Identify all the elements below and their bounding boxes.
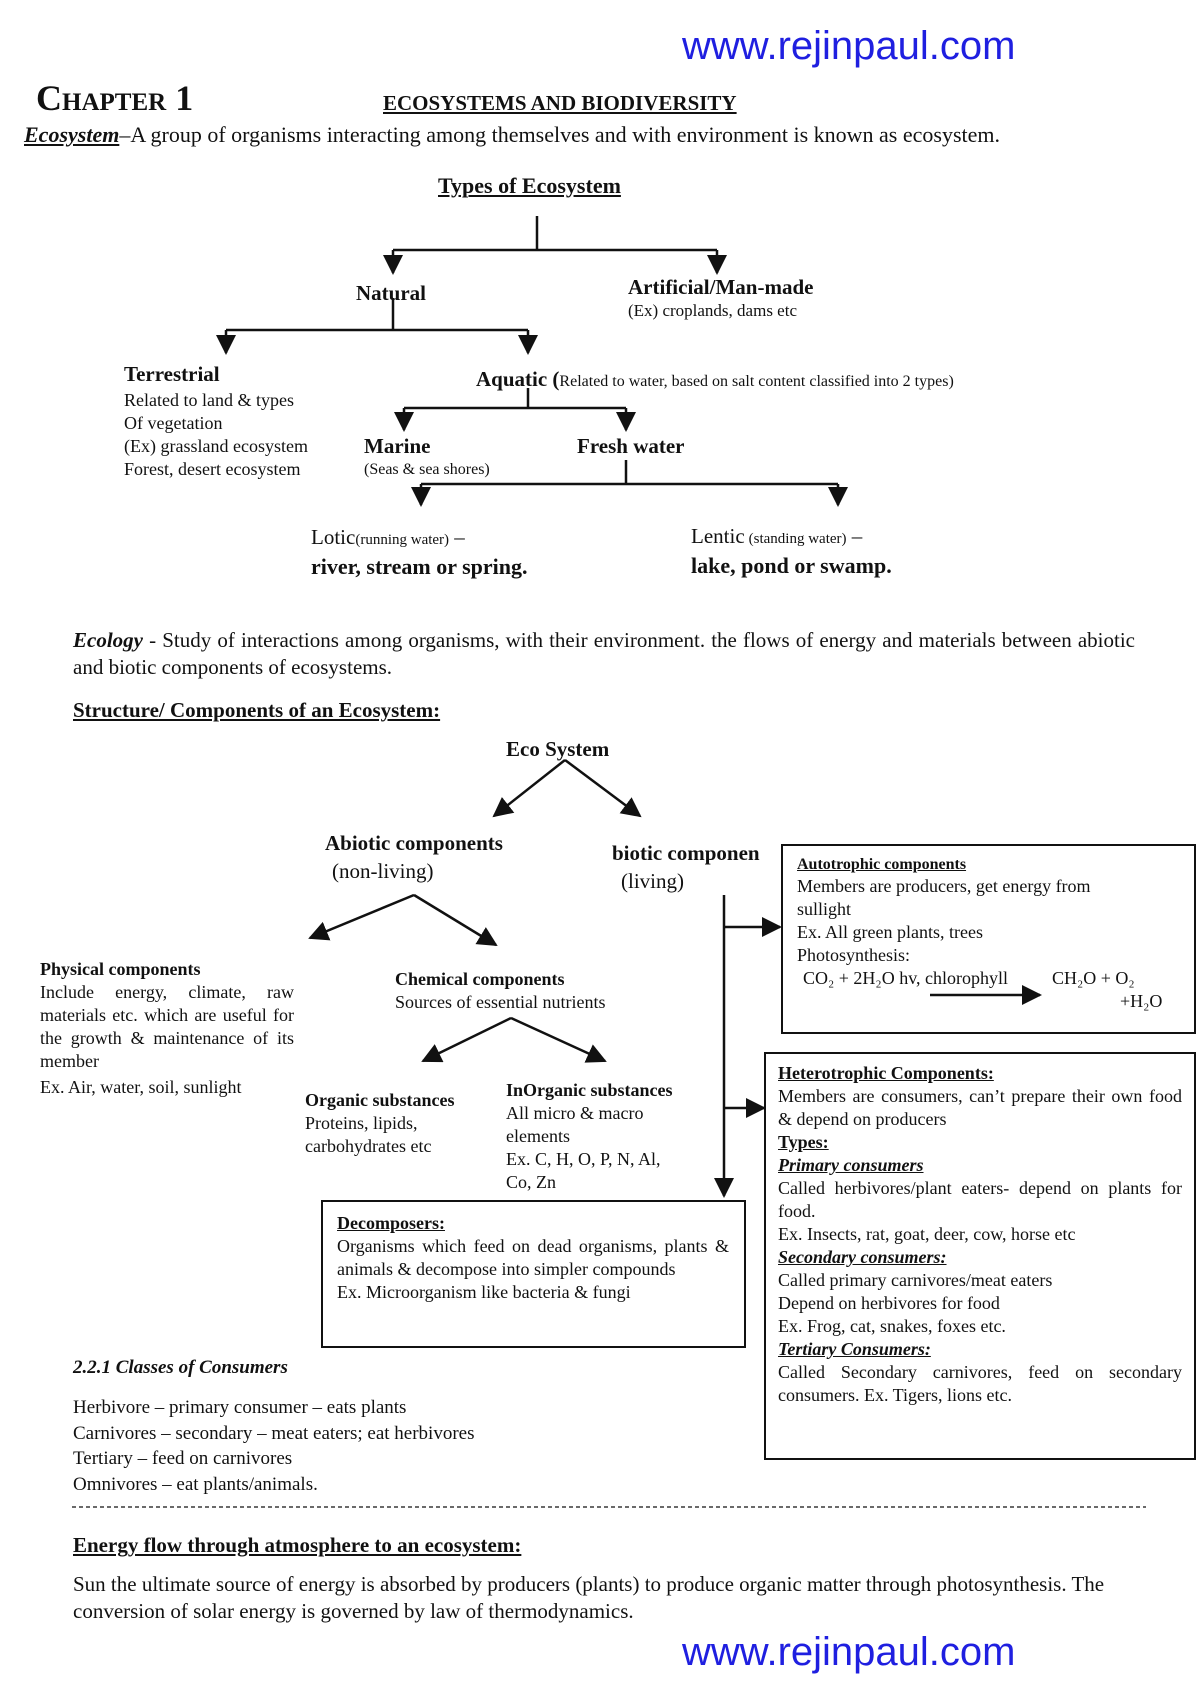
chemical-text: Sources of essential nutrients bbox=[395, 992, 606, 1012]
lentic-label: Lentic bbox=[691, 524, 745, 548]
freshwater-label: Fresh water bbox=[577, 434, 685, 458]
physical-title: Physical components bbox=[40, 959, 201, 979]
energy-text: Sun the ultimate source of energy is abs… bbox=[73, 1572, 1105, 1623]
abiotic-label: Abiotic components bbox=[325, 831, 503, 855]
decomposers-title: Decomposers: bbox=[337, 1213, 445, 1233]
inorganic-line: elements bbox=[506, 1126, 570, 1146]
autotrophic-line: Members are producers, get energy from bbox=[797, 876, 1091, 896]
autotrophic-line: Photosynthesis: bbox=[797, 945, 911, 965]
decomposers-text: Organisms which feed on dead organisms, … bbox=[337, 1236, 729, 1279]
biotic-label: biotic componen bbox=[612, 841, 760, 865]
lotic-heading: Lotic(running water) – bbox=[311, 524, 465, 551]
terrestrial-label: Terrestrial bbox=[124, 362, 220, 386]
terrestrial-line: Related to land & types bbox=[124, 390, 294, 410]
primary-consumers-example: Ex. Insects, rat, goat, deer, cow, horse… bbox=[778, 1224, 1076, 1244]
lentic-dash: – bbox=[846, 524, 863, 548]
classes-item: Carnivores – secondary – meat eaters; ea… bbox=[73, 1422, 475, 1444]
marine-label: Marine bbox=[364, 434, 431, 458]
heterotrophic-intro: Members are consumers, can’t prepare the… bbox=[778, 1086, 1182, 1129]
physical-text: Include energy, climate, raw materials e… bbox=[40, 982, 294, 1071]
marine-note: (Seas & sea shores) bbox=[364, 461, 490, 478]
organic-line: Proteins, lipids, bbox=[305, 1113, 418, 1133]
organic-details: Proteins, lipids, carbohydrates etc bbox=[305, 1112, 431, 1158]
lotic-dash: – bbox=[449, 525, 465, 549]
aquatic-heading: Aquatic (Related to water, based on salt… bbox=[476, 366, 954, 393]
ecology-term: Ecology bbox=[73, 628, 143, 652]
secondary-consumers-line: Depend on herbivores for food bbox=[778, 1293, 1000, 1313]
primary-consumers-title: Primary consumers bbox=[778, 1155, 924, 1175]
heterotrophic-box: Heterotrophic Components: Members are co… bbox=[764, 1052, 1196, 1460]
page-title: ECOSYSTEMS AND BIODIVERSITY bbox=[383, 91, 737, 115]
secondary-consumers-line: Ex. Frog, cat, snakes, foxes etc. bbox=[778, 1316, 1006, 1336]
classes-item: Tertiary – feed on carnivores bbox=[73, 1448, 293, 1469]
heterotrophic-title: Heterotrophic Components: bbox=[778, 1063, 994, 1083]
chemical-title: Chemical components bbox=[395, 969, 565, 989]
classes-item: Omnivores – eat plants/animals. bbox=[73, 1473, 318, 1495]
artificial-example: (Ex) croplands, dams etc bbox=[628, 301, 797, 320]
watermark-bottom[interactable]: www.rejinpaul.com bbox=[682, 1630, 1016, 1674]
abiotic-sub: (non-living) bbox=[332, 859, 434, 883]
tertiary-consumers-title: Tertiary Consumers: bbox=[778, 1339, 931, 1359]
photosynthesis-equation-tail: +H₂O bbox=[1120, 991, 1163, 1011]
inorganic-title: InOrganic substances bbox=[506, 1080, 673, 1100]
chapter-label: Chapter bbox=[36, 78, 167, 118]
lentic-note: (standing water) bbox=[748, 531, 847, 547]
watermark-top[interactable]: www.rejinpaul.com bbox=[682, 24, 1016, 68]
photosynthesis-equation-left: CO₂ + 2H₂O hv, chlorophyll bbox=[803, 968, 1009, 988]
secondary-consumers-line: Called primary carnivores/meat eaters bbox=[778, 1270, 1053, 1290]
aquatic-label: Aquatic ( bbox=[476, 367, 560, 391]
types-title: Types of Ecosystem bbox=[438, 173, 621, 198]
eco-system-label: Eco System bbox=[506, 737, 610, 761]
inorganic-line: Co, Zn bbox=[506, 1172, 557, 1192]
lentic-example: lake, pond or swamp. bbox=[691, 553, 892, 578]
ecology-definition: Ecology - Study of interactions among or… bbox=[73, 627, 1135, 681]
artificial-label: Artificial/Man-made bbox=[628, 275, 814, 299]
classes-item: Herbivore – primary consumer – eats plan… bbox=[73, 1397, 407, 1418]
natural-label: Natural bbox=[356, 281, 426, 305]
chapter-heading: Chapter 1 bbox=[36, 78, 193, 118]
autotrophic-line: sullight bbox=[797, 899, 852, 919]
organic-title: Organic substances bbox=[305, 1090, 455, 1110]
ecosystem-text: –A group of organisms interacting among … bbox=[119, 122, 1000, 147]
terrestrial-line: Forest, desert ecosystem bbox=[124, 459, 301, 479]
lentic-heading: Lentic (standing water) – bbox=[691, 523, 862, 550]
structure-heading: Structure/ Components of an Ecosystem: bbox=[73, 698, 441, 722]
secondary-consumers-title: Secondary consumers: bbox=[778, 1247, 947, 1267]
tertiary-consumers-text: Called Secondary carnivores, feed on sec… bbox=[778, 1362, 1182, 1405]
classes-title: 2.2.1 Classes of Consumers bbox=[73, 1357, 288, 1378]
aquatic-note: Related to water, based on salt content … bbox=[559, 373, 954, 390]
autotrophic-box: Autotrophic components Members are produ… bbox=[781, 844, 1196, 1034]
inorganic-line: All micro & macro bbox=[506, 1103, 644, 1123]
terrestrial-details: Related to land & types Of vegetation (E… bbox=[124, 389, 308, 481]
lotic-label: Lotic bbox=[311, 525, 356, 549]
inorganic-line: Ex. C, H, O, P, N, Al, bbox=[506, 1149, 661, 1169]
primary-consumers-text: Called herbivores/plant eaters- depend o… bbox=[778, 1178, 1182, 1221]
lotic-example: river, stream or spring. bbox=[311, 554, 528, 579]
ecosystem-definition: Ecosystem–A group of organisms interacti… bbox=[24, 121, 1000, 148]
decomposers-box: Decomposers: Organisms which feed on dea… bbox=[321, 1200, 746, 1348]
autotrophic-title: Autotrophic components bbox=[797, 856, 967, 873]
ecosystem-term: Ecosystem bbox=[24, 122, 120, 147]
autotrophic-line: Ex. All green plants, trees bbox=[797, 922, 983, 942]
biotic-sub: (living) bbox=[621, 869, 684, 893]
chapter-number: 1 bbox=[175, 78, 194, 118]
ecology-text: - Study of interactions among organisms,… bbox=[73, 628, 1135, 679]
organic-line: carbohydrates etc bbox=[305, 1136, 432, 1156]
physical-example: Ex. Air, water, soil, sunlight bbox=[40, 1077, 242, 1097]
lotic-note: (running water) bbox=[355, 532, 450, 548]
terrestrial-line: Of vegetation bbox=[124, 413, 223, 433]
terrestrial-line: (Ex) grassland ecosystem bbox=[124, 436, 308, 456]
heterotrophic-types: Types: bbox=[778, 1132, 829, 1152]
energy-heading: Energy flow through atmosphere to an eco… bbox=[73, 1533, 522, 1557]
classes-list: Herbivore – primary consumer – eats plan… bbox=[73, 1395, 474, 1497]
inorganic-details: All micro & macro elements Ex. C, H, O, … bbox=[506, 1102, 661, 1194]
decomposers-example: Ex. Microorganism like bacteria & fungi bbox=[337, 1282, 631, 1302]
photosynthesis-equation-right: CH₂O + O₂ bbox=[1052, 968, 1135, 988]
